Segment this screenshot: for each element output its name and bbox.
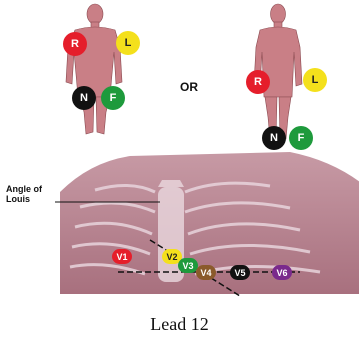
v5-electrode: V5	[230, 265, 250, 280]
v4-electrode: V4	[196, 265, 216, 280]
v1-electrode: V1	[112, 249, 132, 264]
v3-electrode: V3	[178, 258, 198, 273]
figure-caption: Lead 12	[0, 314, 359, 335]
v6-electrode: V6	[272, 265, 292, 280]
